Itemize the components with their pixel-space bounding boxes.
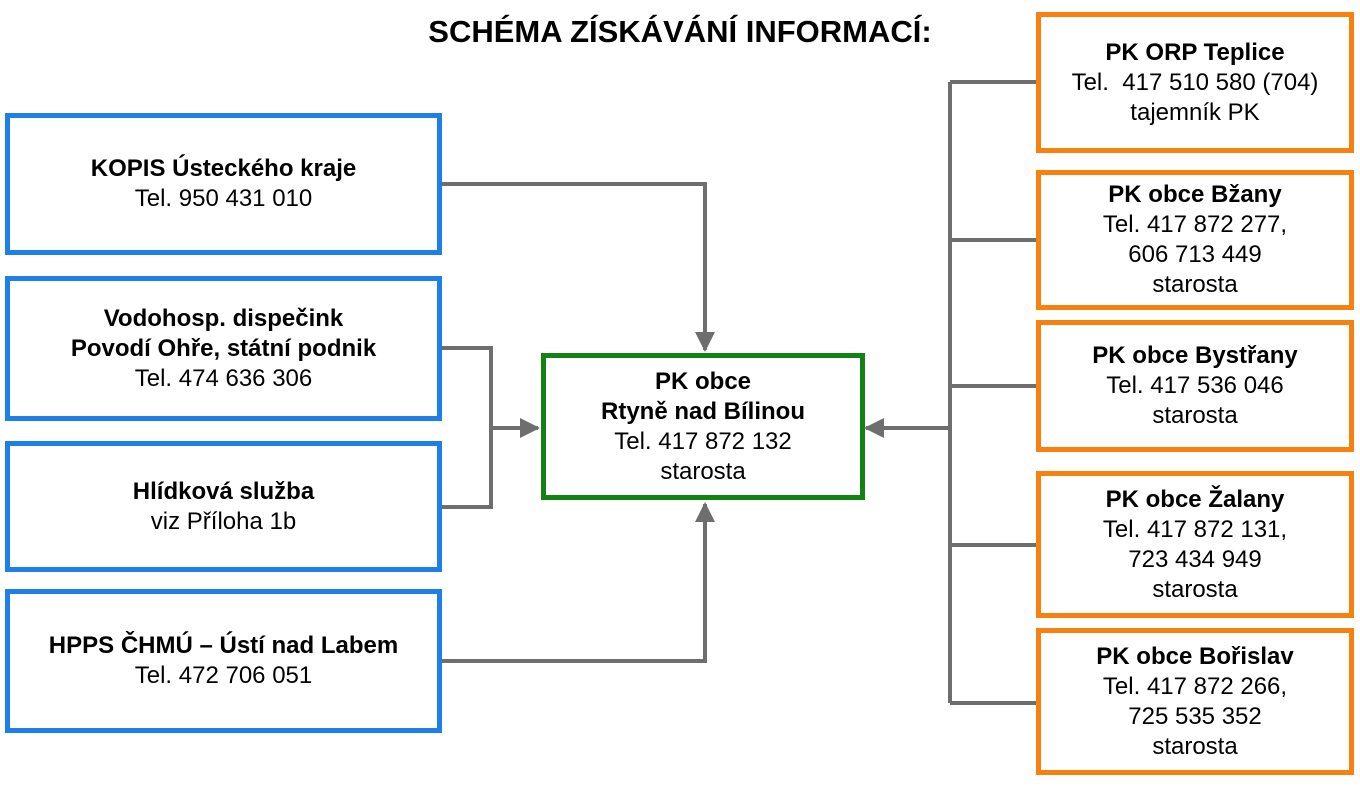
source-bystrany: PK obce Bystřany Tel. 417 536 046 staros… [1036,320,1354,452]
connector-hpps [441,502,715,663]
source-bzany: PK obce Bžany Tel. 417 872 277, 606 713 … [1036,170,1354,310]
source-kopis: KOPIS Ústeckého kraje Tel. 950 431 010 [5,113,442,255]
center-name-line1: PK obce [654,367,752,395]
source-phone: Tel. 417 536 046 [1106,372,1284,399]
center-phone: Tel. 417 872 132 [614,427,792,455]
source-phone: Tel. 474 636 306 [134,364,313,392]
source-name: PK obce Bořislav [1096,642,1294,670]
source-name: HPPS ČHMÚ – Ústí nad Labem [48,632,399,659]
source-role: starosta [1152,732,1238,760]
center-node: PK obce Rtyně nad Bílinou Tel. 417 872 1… [541,353,865,500]
source-orp-teplice: PK ORP Teplice Tel. 417 510 580 (704) ta… [1036,12,1354,153]
diagram-title: SCHÉMA ZÍSKÁVÁNÍ INFORMACÍ: [428,14,932,49]
source-phone: Tel. 417 510 580 (704) [1071,68,1319,96]
source-phone: Tel. 417 872 131, [1102,515,1288,543]
source-role: tajemník PK [1130,98,1260,126]
center-name-line2: Rtyně nad Bílinou [601,397,805,425]
connector-vodohosp [441,346,493,509]
source-phone2: 606 713 449 [1128,241,1262,268]
source-phone: Tel. 417 872 266, [1102,672,1288,700]
source-name: PK obce Žalany [1105,485,1285,513]
source-role: starosta [1152,575,1238,603]
source-vodohosp: Vodohosp. dispečink Povodí Ohře, státní … [5,276,442,421]
source-phone: Tel. 950 431 010 [134,185,313,212]
connector-kopis [441,182,715,352]
source-name: Hlídková služba [132,477,315,505]
source-hpps: HPPS ČHMÚ – Ústí nad Labem Tel. 472 706 … [5,589,442,733]
source-phone: Tel. 472 706 051 [134,662,313,689]
source-role: starosta [1152,271,1238,298]
source-zalany: PK obce Žalany Tel. 417 872 131, 723 434… [1036,471,1354,618]
source-phone2: 723 434 949 [1128,545,1262,573]
source-name-line1: Vodohosp. dispečink [103,304,344,332]
source-phone2: 725 535 352 [1128,702,1262,730]
source-hlidkova: Hlídková služba viz Příloha 1b [5,441,442,572]
source-note: viz Příloha 1b [150,507,297,535]
source-name: PK obce Bžany [1108,181,1282,208]
source-name: PK ORP Teplice [1105,38,1285,66]
source-role: starosta [1152,402,1238,429]
source-borislav: PK obce Bořislav Tel. 417 872 266, 725 5… [1036,628,1354,775]
source-name: KOPIS Ústeckého kraje [90,155,357,182]
source-name: PK obce Bystřany [1092,342,1298,369]
center-role: starosta [660,457,746,485]
source-phone: Tel. 417 872 277, [1102,211,1288,238]
source-name-line2: Povodí Ohře, státní podnik [70,334,377,362]
